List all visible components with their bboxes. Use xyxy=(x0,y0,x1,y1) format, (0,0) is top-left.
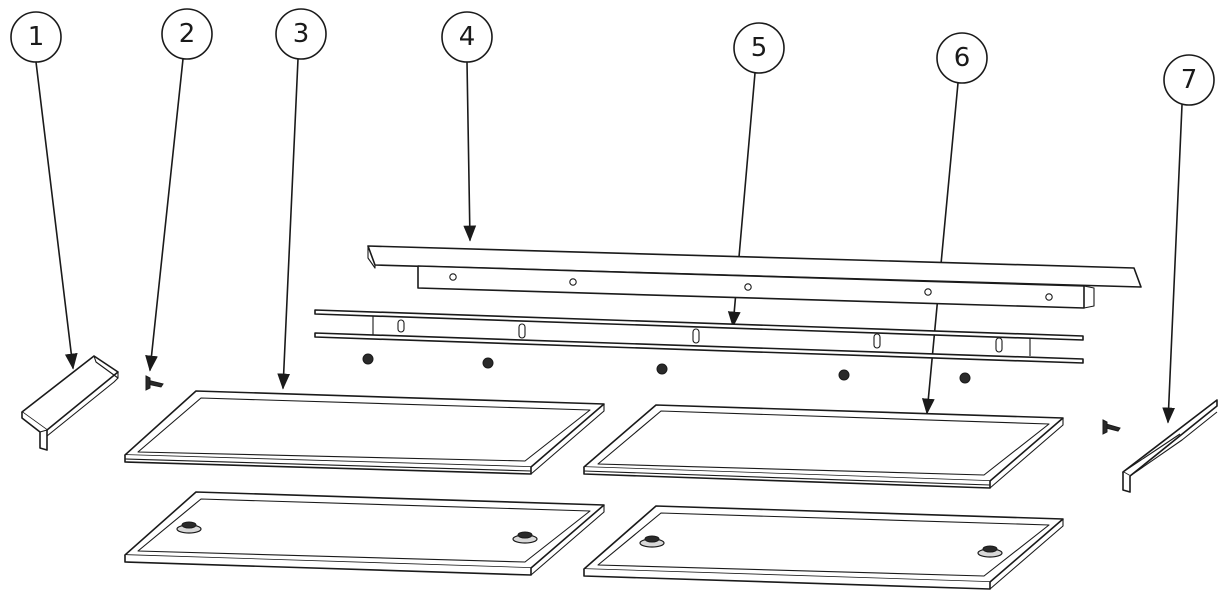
callout-4: 4 xyxy=(441,11,493,63)
callout-6: 6 xyxy=(936,32,988,84)
leader-line-3 xyxy=(277,58,299,390)
callout-5: 5 xyxy=(733,22,785,74)
part-end-cap-right xyxy=(1122,399,1218,493)
callout-2: 2 xyxy=(161,8,213,60)
part-base-panel-right xyxy=(583,505,1064,590)
leader-line-1 xyxy=(35,61,78,370)
part-top-rail xyxy=(367,245,1142,309)
leader-line-7 xyxy=(1162,104,1183,424)
part-screw-right xyxy=(1102,419,1121,435)
part-glass-frame-right xyxy=(583,404,1064,489)
part-base-panel-left xyxy=(124,491,605,576)
callout-6-number: 6 xyxy=(954,43,971,73)
callout-1: 1 xyxy=(10,11,62,63)
callout-4-number: 4 xyxy=(459,22,476,52)
callout-5-number: 5 xyxy=(751,33,768,63)
leader-line-2 xyxy=(145,58,184,372)
part-screw-left xyxy=(145,375,164,391)
callout-3-number: 3 xyxy=(293,19,310,49)
part-glass-frame-left xyxy=(124,390,605,475)
part-end-cap-left xyxy=(21,355,119,451)
leader-line-4 xyxy=(463,61,477,242)
callout-3: 3 xyxy=(275,8,327,60)
callout-7: 7 xyxy=(1163,54,1215,106)
callout-1-number: 1 xyxy=(28,22,45,52)
callout-7-number: 7 xyxy=(1181,65,1198,95)
leader-line-6 xyxy=(921,82,959,415)
callout-2-number: 2 xyxy=(179,19,196,49)
part-channel-bracket xyxy=(314,309,1084,384)
leader-lines xyxy=(35,58,1183,424)
